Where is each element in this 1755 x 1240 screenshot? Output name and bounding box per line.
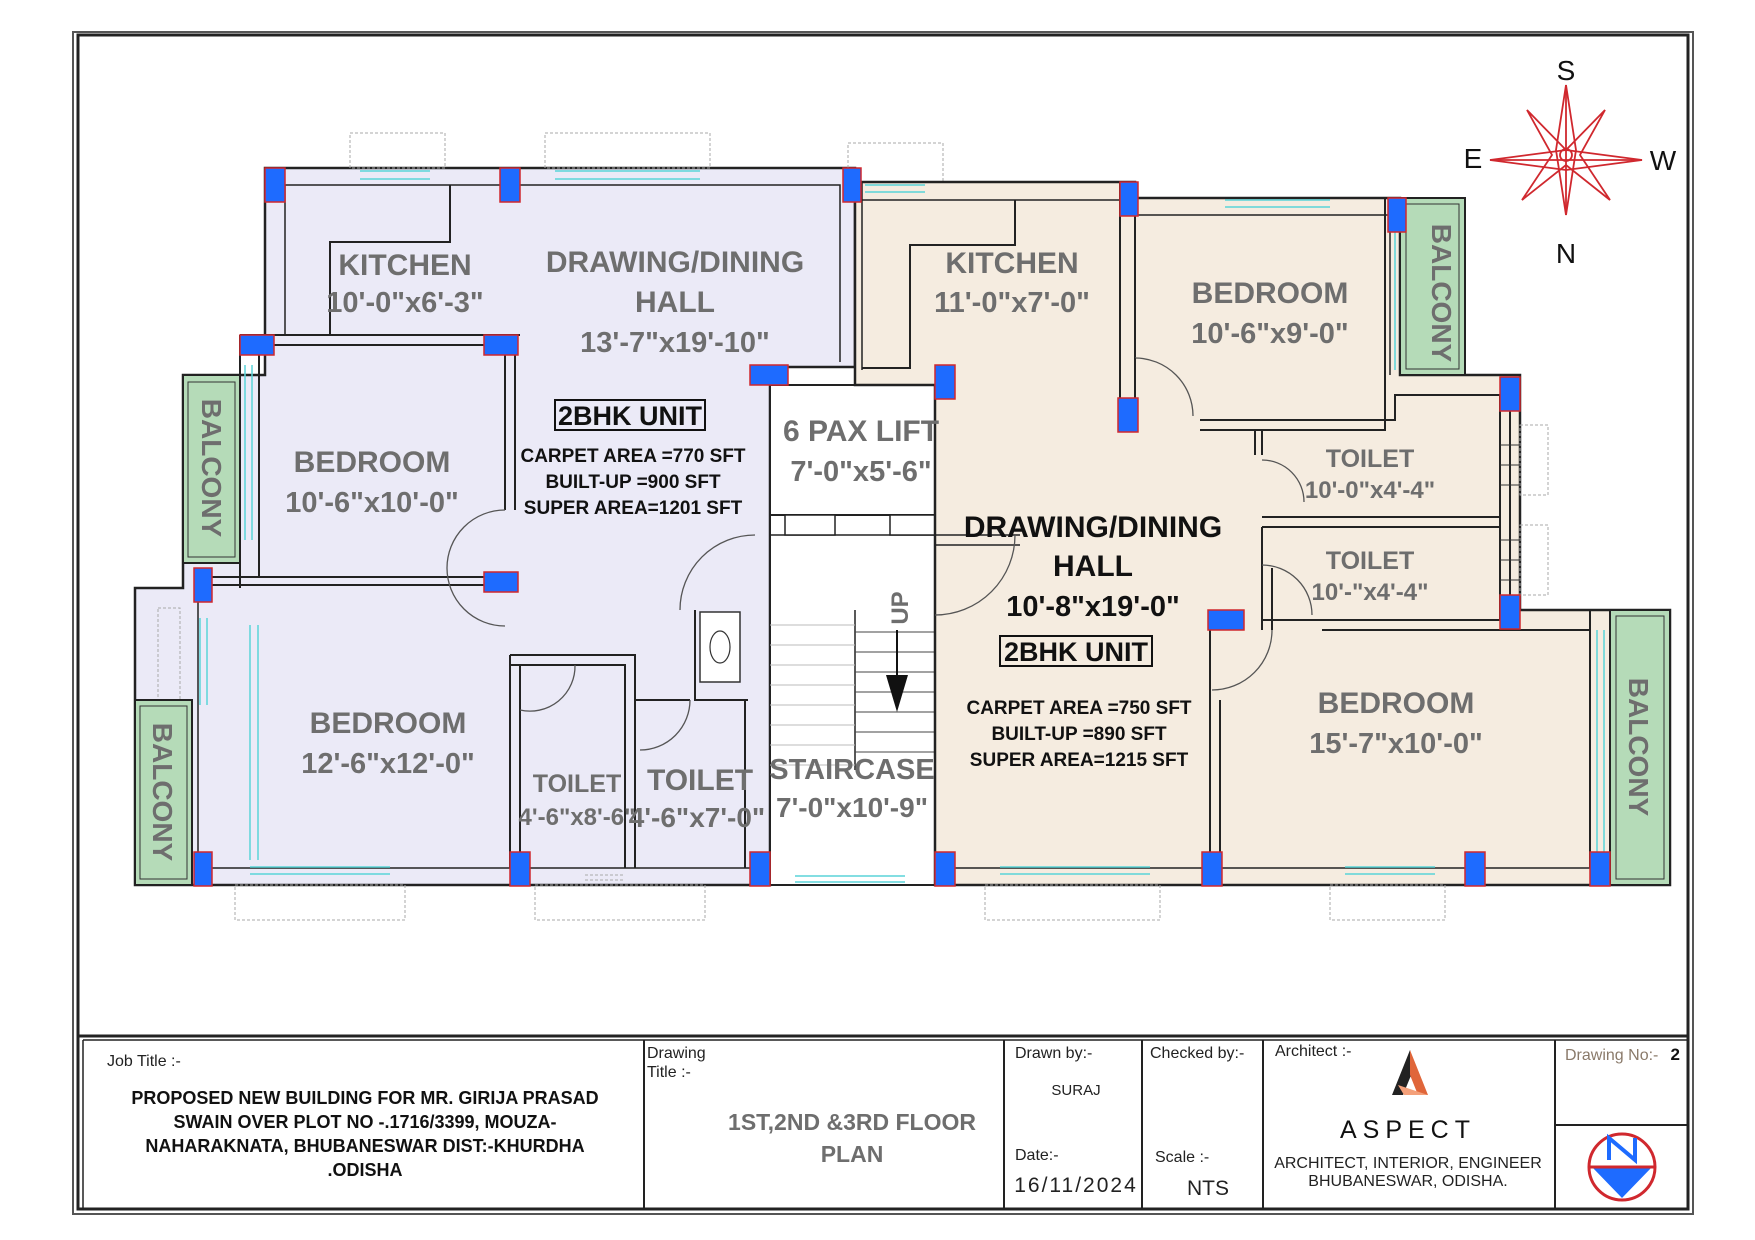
staircase-label: STAIRCASE [769,754,934,786]
date-value: 16/11/2024 [1014,1174,1138,1197]
staircase-size: 7'-0"x10'-9" [776,792,928,823]
left-windows [199,170,700,875]
drawing-no-value: 2 [1671,1045,1680,1064]
left-bedroom1-label: BEDROOM [294,446,451,479]
right-bedroom2-label: BEDROOM [1318,687,1475,720]
compass-north: N [1556,238,1576,269]
firm-line-1: ARCHITECT, INTERIOR, ENGINEER [1274,1155,1542,1172]
right-hall-label-2: HALL [1053,550,1133,583]
job-title-label: Job Title :- [107,1053,181,1070]
left-balcony-2 [134,699,193,886]
north-logo-icon [1587,1132,1657,1202]
stair-up-label: UP [887,591,914,624]
right-hall-label-1: DRAWING/DINING [964,511,1222,544]
outer-border [72,31,1694,1215]
left-hall-label-1: DRAWING/DINING [546,246,804,279]
drawing-title-label-2: Title :- [647,1064,691,1081]
door-swing-icon [446,509,506,569]
right-bedroom1-size: 10'-6"x9'-0" [1191,318,1348,350]
left-balcony2-label: BALCONY [147,723,178,862]
right-balcony2-label: BALCONY [1623,678,1654,817]
right-carpet-area: CARPET AREA =750 SFT [966,698,1191,719]
left-bedroom1-size: 10'-6"x10'-0" [285,487,459,519]
left-bedroom2-label: BEDROOM [310,707,467,740]
stair-treads [770,624,935,766]
left-kitchen-size: 10'-0"x6'-3" [326,287,483,319]
left-hall-size: 13'-7"x19'-10" [580,327,770,359]
right-builtup-area: BUILT-UP =890 SFT [991,724,1166,745]
left-unit [133,132,857,921]
left-unit-tag-box [554,399,706,431]
right-unit [853,180,1672,921]
structural-columns [193,167,1611,887]
drawing-title-2: PLAN [821,1141,884,1167]
right-balcony-1 [1399,197,1466,376]
right-toilet1-size: 10'-0"x4'-4" [1305,477,1435,504]
job-title-line-3: NAHARAKNATA, BHUBANESWAR DIST:-KHURDHA [145,1136,584,1156]
right-toilet2-size: 10'-"x4'-4" [1312,579,1429,606]
right-bedroom2-size: 15'-7"x10'-0" [1309,728,1483,760]
job-title-line-2: SWAIN OVER PLOT NO -.1716/3399, MOUZA- [173,1112,556,1132]
staircase [769,514,936,886]
compass-south: S [1557,55,1576,86]
right-super-area: SUPER AREA=1215 SFT [970,750,1189,771]
compass-rose-icon [1489,84,1643,216]
left-bedroom2-size: 12'-6"x12'-0" [301,748,475,780]
date-label: Date:- [1015,1147,1059,1164]
left-unit-tag: 2BHK UNIT [558,401,703,431]
right-kitchen-label: KITCHEN [945,247,1078,280]
scale-value: NTS [1187,1177,1229,1200]
left-hall-label-2: HALL [635,286,715,319]
job-title-line-4: .ODISHA [327,1160,402,1180]
scale-label: Scale :- [1155,1149,1209,1166]
left-carpet-area: CARPET AREA =770 SFT [520,446,745,467]
core [769,142,944,886]
drawing-title-label-1: Drawing [647,1045,706,1062]
compass-west: W [1650,145,1677,176]
right-toilet1-label: TOILET [1326,445,1414,473]
right-kitchen-size: 11'-0"x7'-0" [934,287,1090,319]
compass-east: E [1464,143,1483,174]
left-balcony1-label: BALCONY [196,399,227,538]
right-unit-tag: 2BHK UNIT [1004,637,1149,667]
left-balcony-1 [182,374,241,564]
left-kitchen-label: KITCHEN [338,249,471,282]
lift-label: 6 PAX LIFT [783,415,939,448]
firm-line-2: BHUBANESWAR, ODISHA. [1308,1173,1507,1190]
firm-name: ASPECT [1340,1116,1476,1144]
right-hall-size: 10'-8"x19'-0" [1006,591,1180,623]
drawing-no-label: Drawing No:- [1565,1047,1658,1064]
job-title-line-1: PROPOSED NEW BUILDING FOR MR. GIRIJA PRA… [131,1088,598,1108]
right-toilet2-label: TOILET [1326,547,1414,575]
architect-label: Architect :- [1275,1043,1351,1060]
right-balcony-2 [1609,609,1671,886]
left-toilet1-label: TOILET [533,770,621,798]
right-bedroom1-label: BEDROOM [1192,277,1349,310]
lift-size: 7'-0"x5'-6" [790,456,931,488]
aspect-logo-icon [1392,1050,1428,1095]
left-toilet1-size: 4'-6"x8'-6" [519,804,636,831]
left-toilet2-label: TOILET [647,764,753,797]
wash-basin-icon [699,611,741,683]
right-unit-tag-box [999,635,1153,667]
drawing-title-1: 1ST,2ND &3RD FLOOR [728,1109,976,1135]
drawn-by-label: Drawn by:- [1015,1045,1092,1062]
drawn-by-value: SURAJ [1051,1082,1100,1099]
left-builtup-area: BUILT-UP =900 SFT [545,472,720,493]
left-super-area: SUPER AREA=1201 SFT [524,498,743,519]
lift-shaft [769,384,936,516]
title-block [76,1034,1690,1211]
right-balcony1-label: BALCONY [1426,224,1457,363]
checked-by-label: Checked by:- [1150,1045,1244,1062]
left-toilet2-size: 4'-6"x7'-0" [629,802,765,833]
